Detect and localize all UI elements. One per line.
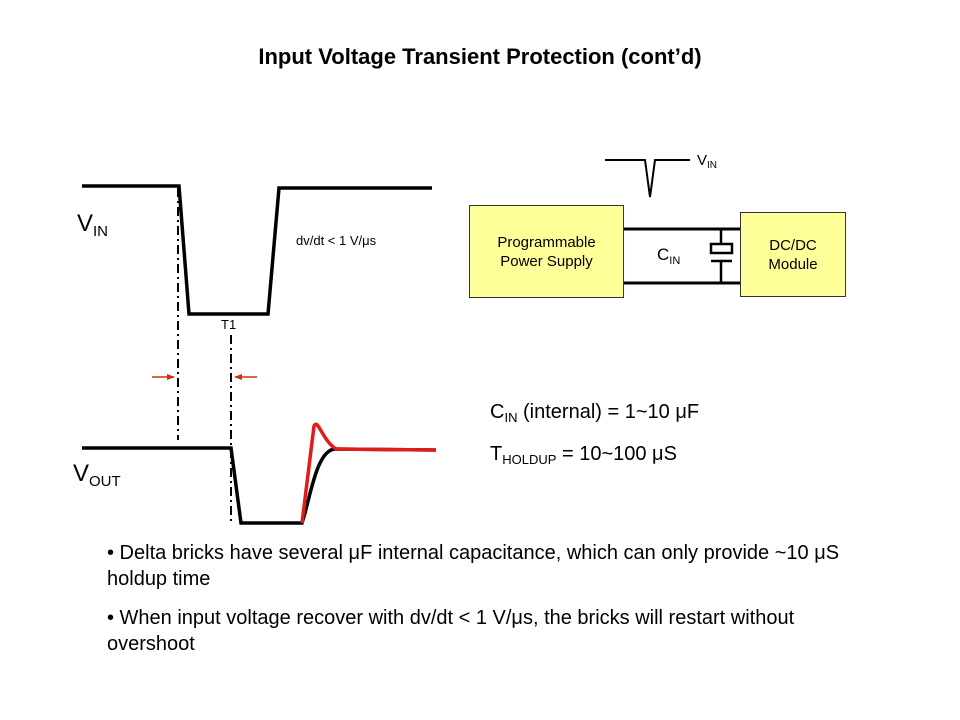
module-box-line1: DC/DC [769, 236, 817, 254]
supply-box-line2: Power Supply [500, 252, 593, 270]
vout-label-main: V [73, 460, 90, 487]
t1-label: T1 [221, 317, 237, 332]
vin-waveform-label: VIN [77, 210, 108, 240]
cin-label-sub: IN [669, 255, 681, 267]
tholdup-spec-main: T [490, 443, 503, 465]
vin-waveform [82, 184, 432, 316]
cin-spec-value: (internal) = 1~10 μF [517, 401, 700, 423]
vout-label-sub: OUT [89, 473, 121, 490]
cin-label-main: C [657, 245, 670, 264]
slope-annotation: dv/dt < 1 V/μs [296, 233, 377, 248]
module-box-line2: Module [768, 255, 818, 273]
tholdup-spec-value: = 10~100 μS [556, 443, 677, 465]
circuit-vin-main: V [697, 152, 708, 169]
vout-waveform-no-overshoot [82, 446, 437, 525]
vin-label-sub: IN [93, 223, 109, 240]
cin-label: CIN [657, 245, 680, 267]
circuit-vin-label: VIN [697, 152, 717, 171]
bullet-list: • Delta bricks have several μF internal … [107, 540, 867, 670]
slide-title: Input Voltage Transient Protection (cont… [258, 44, 702, 69]
cin-spec-main: C [490, 401, 505, 423]
tholdup-spec-sub: HOLDUP [502, 452, 557, 467]
bullet-item: • When input voltage recover with dv/dt … [107, 607, 795, 655]
dcdc-module-box: DC/DC Module [740, 212, 846, 297]
vin-dip-symbol [605, 159, 690, 198]
vout-waveform-overshoot [300, 422, 437, 524]
cin-spec-sub: IN [504, 410, 518, 425]
vin-label-main: V [77, 210, 94, 237]
cin-spec: CIN (internal) = 1~10 μF [490, 401, 699, 425]
supply-box-line1: Programmable [497, 233, 596, 251]
vout-waveform-label: VOUT [73, 460, 121, 490]
circuit-vin-sub: IN [707, 160, 718, 171]
capacitor-icon [709, 229, 734, 283]
programmable-power-supply-box: Programmable Power Supply [469, 205, 624, 298]
tholdup-spec: THOLDUP = 10~100 μS [490, 443, 677, 467]
bullet-item: • Delta bricks have several μF internal … [107, 542, 840, 590]
